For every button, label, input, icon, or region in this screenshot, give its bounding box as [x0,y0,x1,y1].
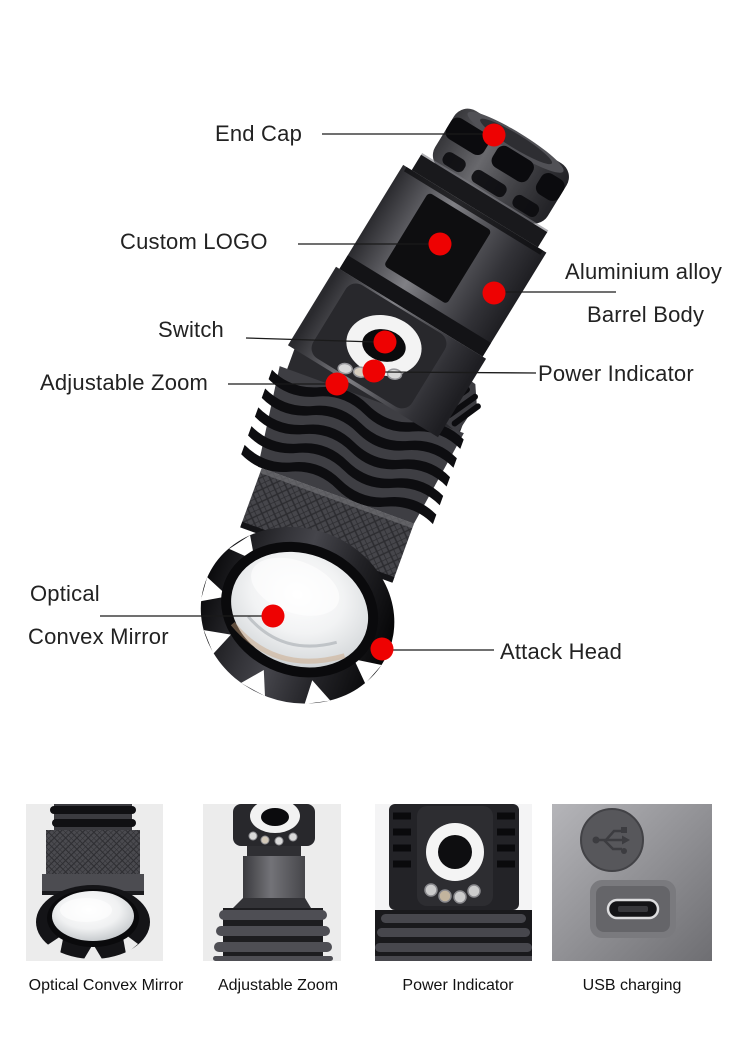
end-cap-grooves [442,117,565,218]
attack-head-marker [370,637,394,661]
barrel-body-label: Barrel Body [587,302,705,327]
switch-marker [373,330,397,354]
usb-charging-image [552,804,712,961]
zoom-fins-waves [241,369,464,525]
leader-lines [100,133,616,651]
thumbnail-caption-adjustable-zoom: Adjustable Zoom [217,977,339,994]
flashlight-illustration [100,108,616,705]
thumbnail-caption-usb-charging: USB charging [582,977,682,994]
flashlight-lower-section [200,346,481,705]
switch-leader [245,337,377,343]
tail-ring [411,154,548,248]
aluminium-alloy-label: Aluminium alloy [565,259,723,284]
adjustable-zoom-label: Adjustable Zoom [40,370,209,395]
lens-highlight [251,557,340,616]
thumbnail-power-indicator [375,804,532,961]
barrel-lower-ring [339,255,492,357]
thumbnail-optical-convex-mirror [26,804,163,961]
end-cap-label: End Cap [215,121,303,146]
attack-head-label: Attack Head [500,639,623,664]
power-indicator-marker [362,359,386,383]
optical-convex-mirror-image [26,804,163,961]
thumbnail-caption-power-indicator: Power Indicator [402,977,514,994]
power-indicator-label: Power Indicator [538,361,694,386]
optical-label: Optical [30,581,100,606]
adjustable-zoom-image [203,804,341,961]
knurled-grip-ring [240,468,414,582]
optical-marker [261,604,285,628]
switch-label: Switch [158,317,224,342]
flashlight-upper-section [287,108,569,438]
barrel-body-marker [482,281,506,305]
convex-mirror-label: Convex Mirror [28,624,169,649]
power-indicator-leader [382,371,537,374]
product-annotation-diagram: End Cap Custom LOGO Aluminium alloy Barr… [28,108,723,705]
custom-logo-marker [428,232,452,256]
usb-trident-icon [596,829,626,851]
thumbnail-caption-optical-convex-mirror: Optical Convex Mirror [28,977,184,994]
feature-thumbnails: Optical Convex Mirror [0,780,750,1050]
power-indicator-image [375,804,532,961]
thumbnail-adjustable-zoom [203,804,341,961]
thumbnail-usb-charging [552,804,712,961]
end-cap-marker [482,123,506,147]
adjustable-zoom-marker [325,372,349,396]
custom-logo-label: Custom LOGO [120,229,268,254]
red-markers [261,123,506,661]
